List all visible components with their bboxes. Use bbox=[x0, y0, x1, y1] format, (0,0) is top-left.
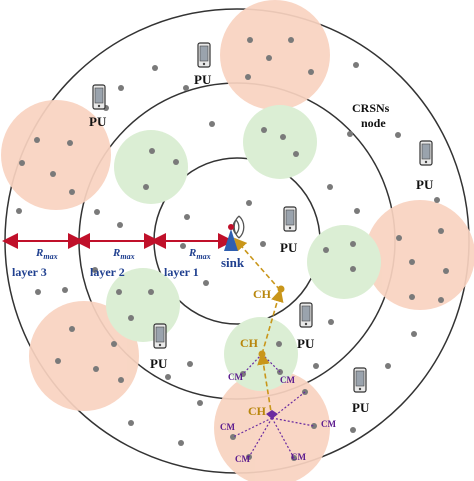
pu-label: PU bbox=[89, 114, 107, 129]
cm-label: CM bbox=[228, 372, 243, 382]
antenna-tower-icon bbox=[224, 215, 245, 251]
orange-cluster bbox=[214, 370, 330, 481]
mobile-phone-icon bbox=[299, 302, 313, 328]
cm-label: CM bbox=[321, 419, 336, 429]
layer-3-label: layer 3 bbox=[12, 265, 47, 279]
cm-label: CM bbox=[280, 375, 295, 385]
rmax-label-layer1: Rmax bbox=[188, 247, 211, 261]
green-cluster bbox=[106, 268, 180, 342]
green-cluster bbox=[243, 105, 317, 179]
pu-label: PU bbox=[416, 177, 434, 192]
orange-cluster bbox=[365, 200, 474, 310]
pu-label: PU bbox=[297, 336, 315, 351]
pu-label: PU bbox=[150, 356, 168, 371]
mobile-phone-icon bbox=[92, 84, 106, 110]
orange-cluster bbox=[1, 100, 111, 210]
cm-label: CM bbox=[291, 452, 306, 462]
sink-label: sink bbox=[221, 255, 245, 270]
pu-label: PU bbox=[352, 400, 370, 415]
ch-label-layer2: CH bbox=[240, 336, 259, 350]
mobile-phone-icon bbox=[197, 42, 211, 68]
green-cluster bbox=[114, 130, 188, 204]
layer-2-label: layer 2 bbox=[90, 265, 125, 279]
orange-cluster bbox=[220, 0, 330, 110]
rmax-label-layer3: Rmax bbox=[35, 247, 58, 261]
ch-uplink-path bbox=[233, 237, 284, 419]
layer-1-label: layer 1 bbox=[164, 265, 199, 279]
cm-label: CM bbox=[220, 422, 235, 432]
ch-label-layer1: CH bbox=[253, 287, 272, 301]
pu-label: PU bbox=[194, 72, 212, 87]
green-clusters bbox=[106, 105, 381, 391]
ch-label-layer3: CH bbox=[248, 404, 267, 418]
rmax-label-layer2: Rmax bbox=[112, 247, 135, 261]
orange-cluster bbox=[29, 301, 139, 411]
mobile-phone-icon bbox=[283, 206, 297, 232]
crsns-node-label-line1: CRSNs bbox=[352, 101, 390, 115]
crsns-node-label-line2: node bbox=[361, 116, 386, 130]
mobile-phone-icon bbox=[353, 367, 367, 393]
cm-label: CM bbox=[235, 454, 250, 464]
mobile-phone-icon bbox=[419, 140, 433, 166]
pu-label: PU bbox=[280, 240, 298, 255]
cluster-head-markers bbox=[258, 285, 285, 419]
green-cluster bbox=[307, 225, 381, 299]
mobile-phone-icon bbox=[153, 323, 167, 349]
